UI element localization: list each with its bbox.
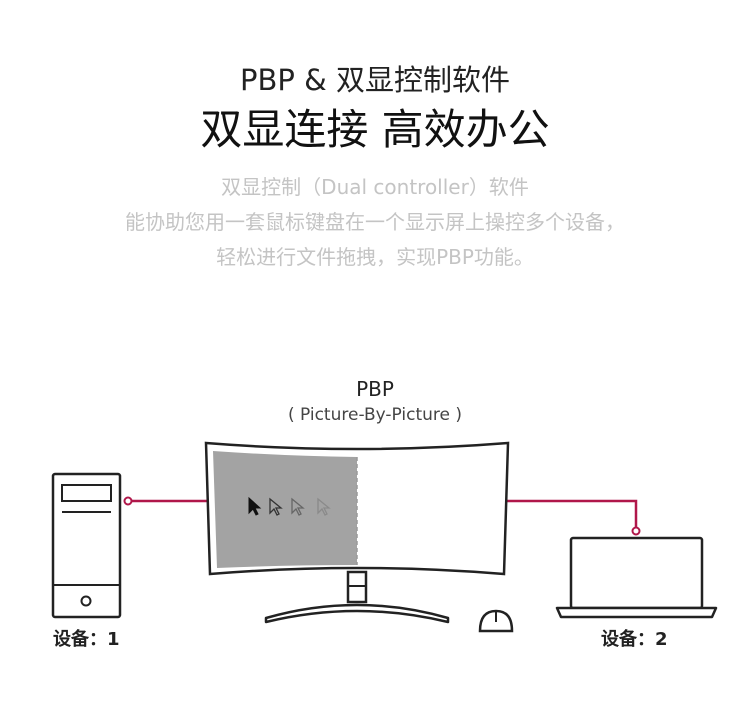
device-1-label: 设备：1 bbox=[53, 629, 120, 650]
mouse-icon bbox=[478, 609, 514, 633]
cable-right bbox=[506, 499, 641, 536]
pbp-subtitle: ( Picture-By-Picture ) bbox=[287, 405, 463, 425]
desktop-tower-icon bbox=[51, 472, 122, 619]
cursor-arrow-icon bbox=[248, 496, 262, 516]
description-line-2: 能协助您用一套鼠标键盘在一个显示屏上操控多个设备， bbox=[125, 210, 625, 234]
curved-monitor-icon bbox=[204, 441, 510, 624]
page-title: 双显连接 高效办公 bbox=[200, 105, 550, 154]
screen-left-half bbox=[213, 451, 357, 568]
cursor-arrow-icon bbox=[269, 497, 283, 516]
cursor-arrow-icon bbox=[291, 497, 305, 516]
pbp-title: PBP bbox=[356, 377, 394, 401]
laptop-icon bbox=[555, 536, 718, 619]
cursor-arrow-icon bbox=[317, 497, 331, 516]
device-2-label: 设备：2 bbox=[601, 629, 668, 650]
description-line-3: 轻松进行文件拖拽，实现PBP功能。 bbox=[216, 245, 534, 269]
subtitle: PBP & 双显控制软件 bbox=[240, 63, 510, 97]
cable-left bbox=[123, 496, 208, 506]
screen-right-half bbox=[357, 451, 500, 568]
description-line-1: 双显控制（Dual controller）软件 bbox=[221, 175, 529, 199]
